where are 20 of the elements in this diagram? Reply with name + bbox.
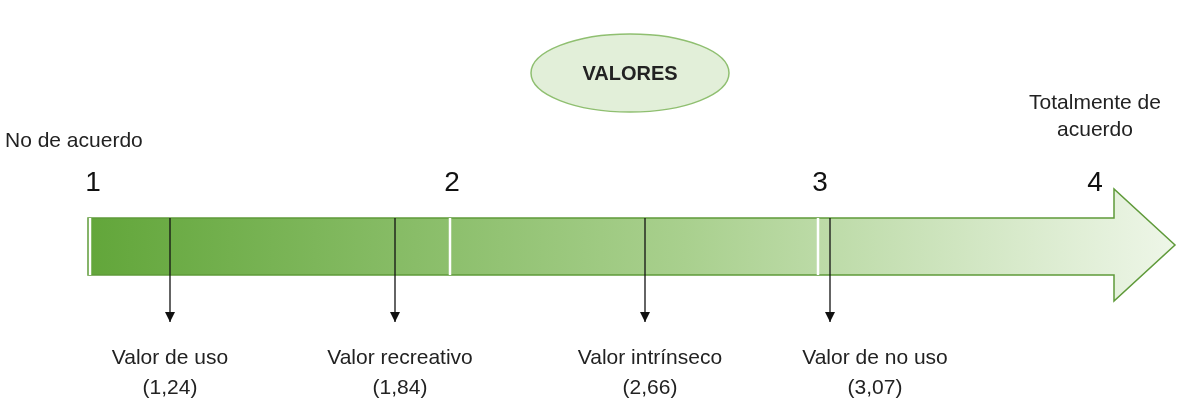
value-name: Valor de no uso (802, 344, 948, 370)
value-name: Valor intrínseco (577, 344, 723, 370)
arrow (824, 217, 836, 323)
scale-end-label: Totalmente de acuerdo (1028, 89, 1162, 142)
arrow (164, 217, 176, 323)
scale-number: 3 (811, 168, 829, 195)
title-ellipse (530, 33, 730, 113)
arrow (639, 217, 651, 323)
value-name: Valor recreativo (327, 344, 473, 370)
arrow (389, 217, 401, 323)
value-number: (2,66) (622, 374, 678, 400)
title-text: VALORES (582, 61, 678, 86)
value-number: (1,84) (372, 374, 428, 400)
value-number: (1,24) (142, 374, 198, 400)
scale-number: 4 (1086, 168, 1104, 195)
scale-number: 1 (84, 168, 102, 195)
scale-start-label: No de acuerdo (5, 127, 144, 153)
value-name: Valor de uso (111, 344, 229, 370)
value-number: (3,07) (847, 374, 903, 400)
scale-number: 2 (443, 168, 461, 195)
